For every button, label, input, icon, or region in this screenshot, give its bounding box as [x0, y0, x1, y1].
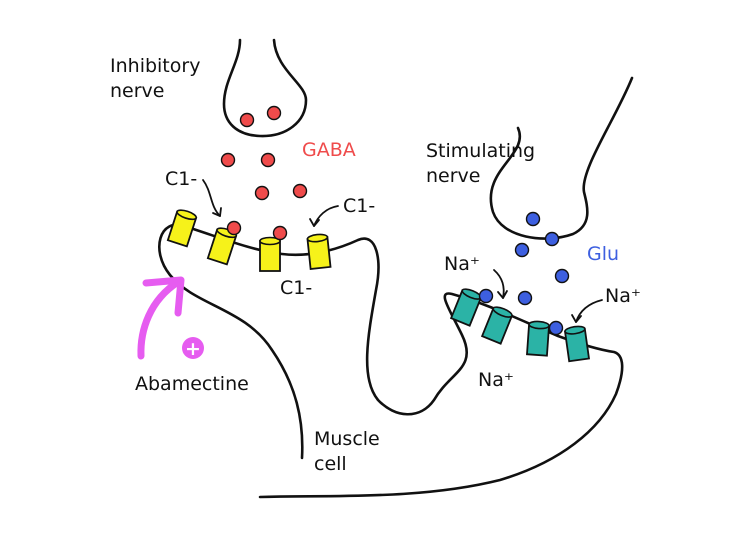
gaba-label: GABA [302, 139, 356, 161]
sodium-channel-3 [526, 320, 550, 357]
gaba-molecule [239, 112, 255, 128]
gaba-molecule [292, 183, 308, 199]
inhibitory-nerve-label-line2: nerve [110, 80, 164, 102]
na-arrow-left [493, 269, 508, 299]
abamectine-arrow-icon [137, 276, 185, 360]
chloride-channel-1 [166, 209, 198, 248]
stimulating-nerve-label-line1: Stimulating [426, 140, 535, 162]
glu-molecule [548, 320, 564, 336]
cl-arrow-left [202, 179, 222, 217]
gaba-molecule [220, 152, 236, 168]
muscle-cell-membrane [158, 223, 624, 499]
na-label-bottom: Na⁺ [478, 369, 514, 391]
muscle-cell-label-line1: Muscle [314, 428, 380, 450]
na-label-right: Na⁺ [605, 285, 641, 307]
sodium-channel-1 [449, 288, 483, 327]
inhibitory-nerve-label-line1: Inhibitory [110, 55, 200, 77]
muscle-cell-label-line2: cell [314, 453, 347, 475]
glu-label: Glu [587, 243, 619, 265]
inhibitory-nerve-terminal [222, 38, 308, 138]
chloride-channel-4 [306, 233, 332, 270]
cl-label-bottom: C1- [280, 277, 312, 299]
cl-label-left: C1- [165, 168, 197, 190]
sodium-channel-2 [480, 306, 514, 345]
glu-molecule [525, 211, 541, 227]
na-label-left: Na⁺ [444, 253, 480, 275]
na-arrow-right [571, 299, 603, 323]
plus-sign: + [185, 338, 201, 360]
cl-label-right: C1- [343, 195, 375, 217]
gaba-molecule [260, 152, 276, 168]
glu-molecule [514, 242, 530, 258]
chloride-channel-3 [259, 236, 281, 272]
abamectine-label: Abamectine [135, 373, 249, 395]
gaba-molecule [272, 225, 288, 241]
abamectine-plus-icon: + [182, 337, 204, 360]
sodium-channel-4 [563, 325, 591, 363]
stimulating-nerve-label-line2: nerve [426, 165, 480, 187]
glu-molecule [554, 268, 570, 284]
gaba-molecule [226, 220, 242, 236]
glu-molecule [544, 231, 560, 247]
glu-molecule [517, 290, 533, 306]
cl-arrow-right [309, 205, 339, 227]
stimulating-nerve-terminal [489, 76, 634, 240]
gaba-molecule [254, 185, 270, 201]
gaba-molecule [266, 105, 282, 121]
glu-molecule [478, 288, 494, 304]
